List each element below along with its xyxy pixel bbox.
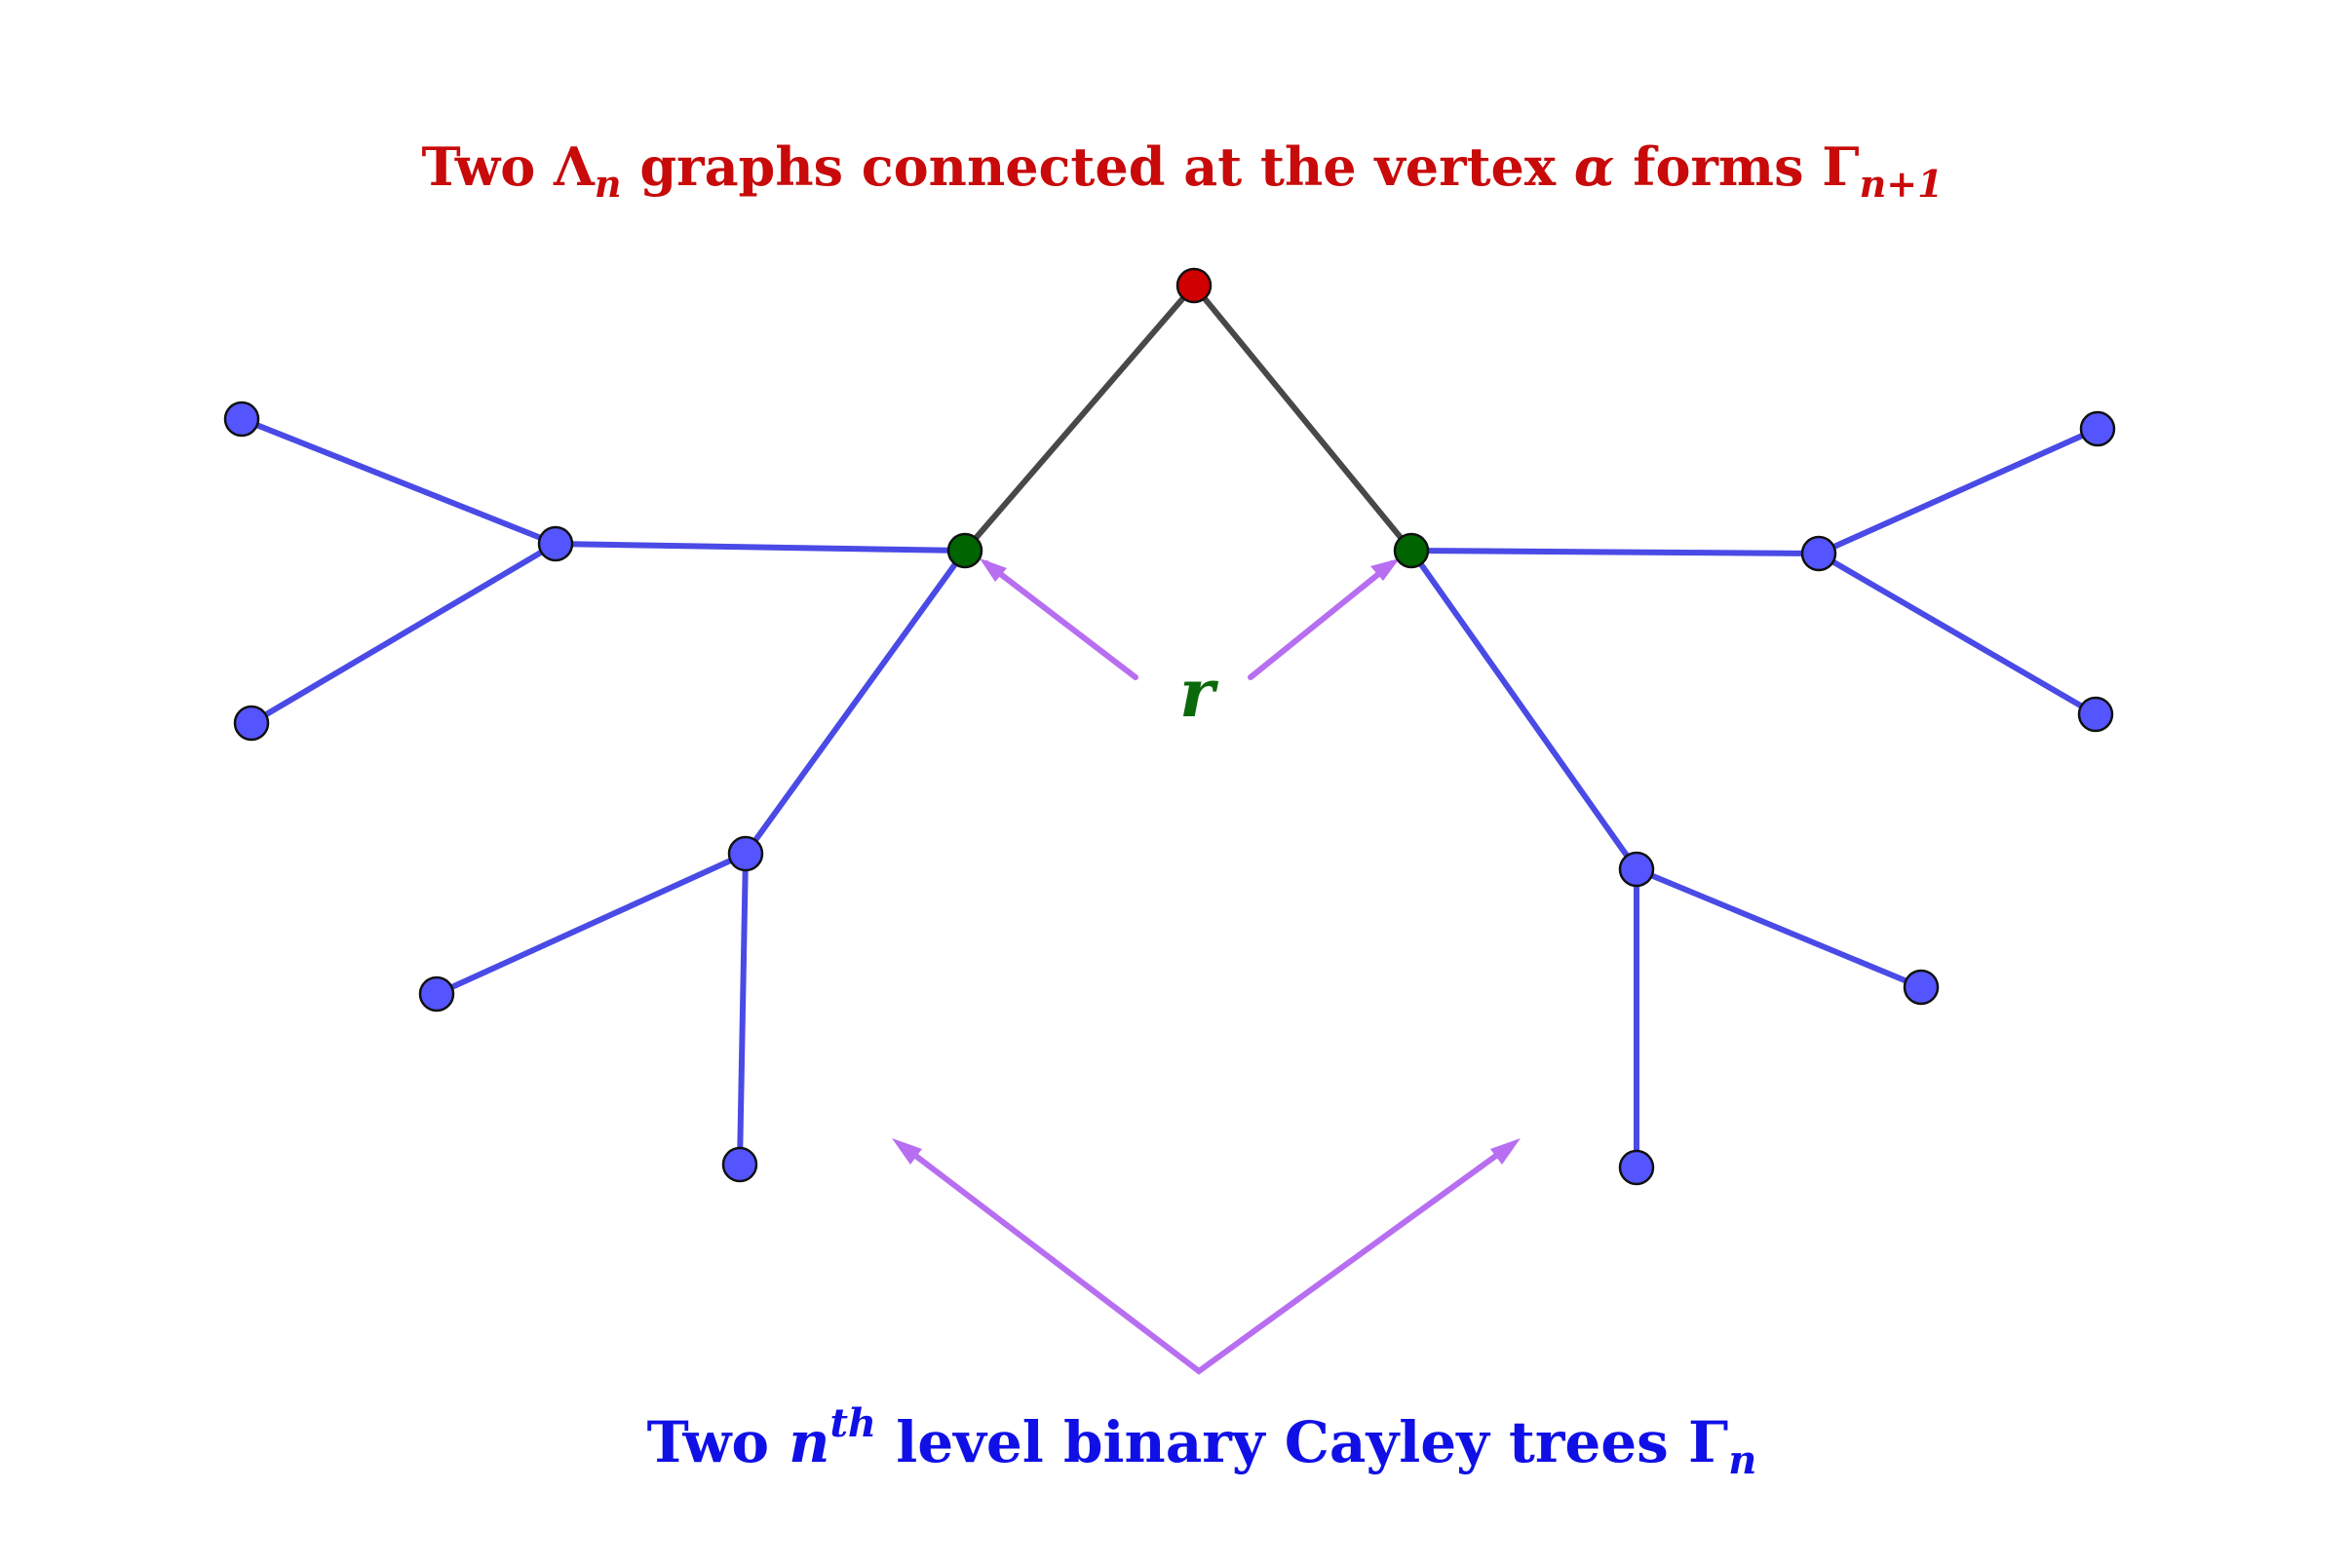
arrowhead-left-tree: [892, 1138, 922, 1165]
arrow-to-left-root: [983, 560, 1138, 680]
vertex-tree: [233, 705, 270, 742]
vertex-tree: [2079, 410, 2116, 447]
edge-tree: [1634, 866, 1924, 990]
top-caption-pre: Two: [421, 135, 554, 198]
arrowhead-left-root: [980, 558, 1007, 582]
vertex-tree: [727, 835, 764, 872]
alpha-symbol: α: [1574, 135, 1615, 198]
vertex-root-left: [946, 532, 983, 569]
vertex-tree: [1618, 851, 1655, 888]
vertex-alpha: [1175, 267, 1213, 304]
vertex-tree: [537, 525, 574, 562]
top-caption-post: forms: [1614, 135, 1822, 198]
vertices: [223, 267, 2116, 1186]
edge-tree: [1816, 551, 2099, 717]
bottom-caption-mid: level binary Cayley trees: [876, 1409, 1688, 1475]
vertex-tree: [1800, 535, 1837, 572]
arrow-to-right-root: [1248, 560, 1395, 680]
vertex-tree: [418, 975, 455, 1013]
vertex-tree: [721, 1146, 758, 1183]
edge-tree: [434, 851, 749, 997]
arrows-to-trees: [899, 1142, 1514, 1375]
tree-edges: [239, 416, 2100, 1170]
root-label: r: [1179, 655, 1218, 733]
lambda-subscript: n: [595, 162, 622, 206]
arrows: [899, 560, 1514, 1375]
bottom-caption: Two nth level binary Cayley trees Γn: [647, 1400, 1757, 1483]
alpha-edges: [962, 283, 1414, 554]
edge-tree: [743, 548, 968, 857]
bottom-caption-pre: Two: [647, 1409, 790, 1475]
top-caption-mid: graphs connected at the vertex: [622, 135, 1574, 198]
vertex-tree: [1618, 1149, 1655, 1186]
gamma-subscript-bottom: n: [1728, 1437, 1756, 1483]
edge-tree: [1408, 548, 1639, 872]
vertex-tree: [2077, 696, 2114, 733]
edge-tree: [1408, 548, 1822, 556]
edge-tree: [553, 541, 968, 554]
edge-tree: [249, 541, 559, 726]
arrowhead-right-tree: [1490, 1138, 1521, 1165]
n-symbol: n: [789, 1409, 829, 1475]
vertex-root-right: [1393, 532, 1430, 569]
th-superscript: th: [829, 1400, 876, 1446]
edge-alpha-left: [962, 283, 1197, 554]
gamma-subscript: n+1: [1860, 162, 1944, 206]
edge-tree: [1816, 426, 2100, 556]
arrowhead-right-root: [1370, 558, 1400, 581]
arrowheads: [892, 558, 1521, 1165]
edge-alpha-right: [1191, 283, 1414, 554]
edge-tree: [239, 416, 559, 547]
gamma-symbol: Γ: [1822, 135, 1859, 198]
gamma-symbol-bottom: Γ: [1688, 1409, 1728, 1475]
vertex-tree: [1903, 969, 1940, 1006]
vertex-tree: [223, 401, 260, 438]
edge-tree: [737, 851, 749, 1167]
top-caption: Two Λn graphs connected at the vertex α …: [421, 135, 1943, 206]
lambda-symbol: Λ: [553, 135, 596, 198]
